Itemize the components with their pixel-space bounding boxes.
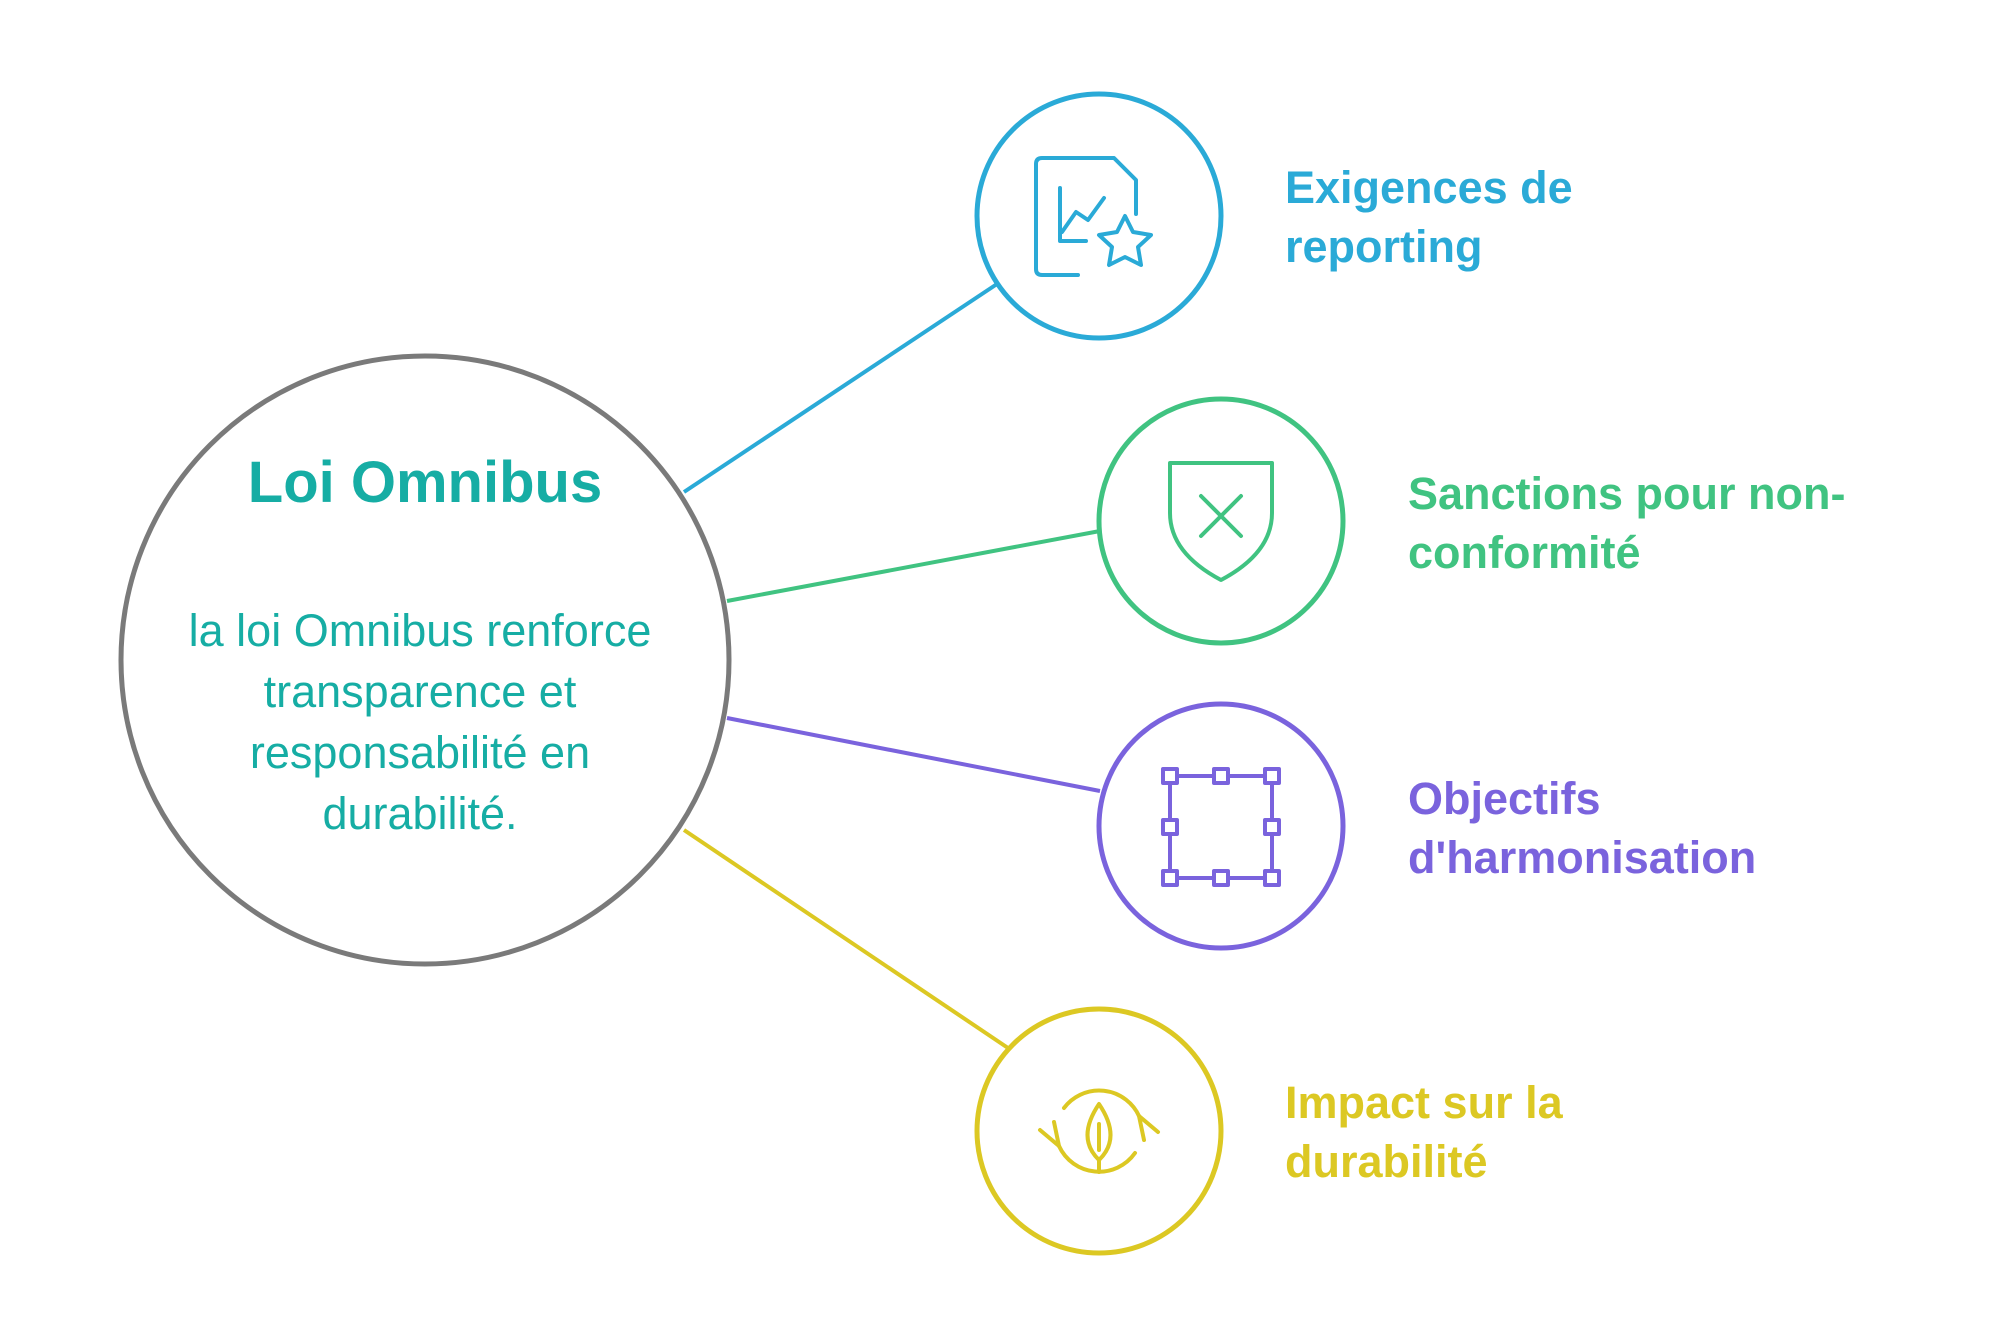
center-circle [118, 353, 732, 967]
shield-x-icon [1168, 461, 1274, 582]
node-circle-3 [1096, 701, 1346, 951]
frame-square-icon [1161, 767, 1281, 887]
node-label-reporting: Exigences de reporting [1285, 162, 1573, 272]
connector-2 [726, 529, 1101, 603]
center-title: Loi Omnibus [247, 450, 603, 515]
node-circle-1 [974, 91, 1224, 341]
node-label-durabilite: Impact sur la durabilité [1285, 1077, 1563, 1187]
connector-1 [682, 282, 999, 494]
node-circle-2 [1096, 396, 1346, 646]
connector-4 [682, 828, 1010, 1050]
node-label-sanctions: Sanctions pour non-conformité [1408, 468, 1846, 578]
connector-3 [726, 716, 1101, 793]
leaf-cycle-icon [1038, 1088, 1160, 1174]
chart-document-star-icon [1034, 156, 1153, 277]
node-label-harmonisation: Objectifs d'harmonisation [1408, 773, 1757, 883]
center-description: la loi Omnibus renforce transparence et … [188, 605, 652, 839]
